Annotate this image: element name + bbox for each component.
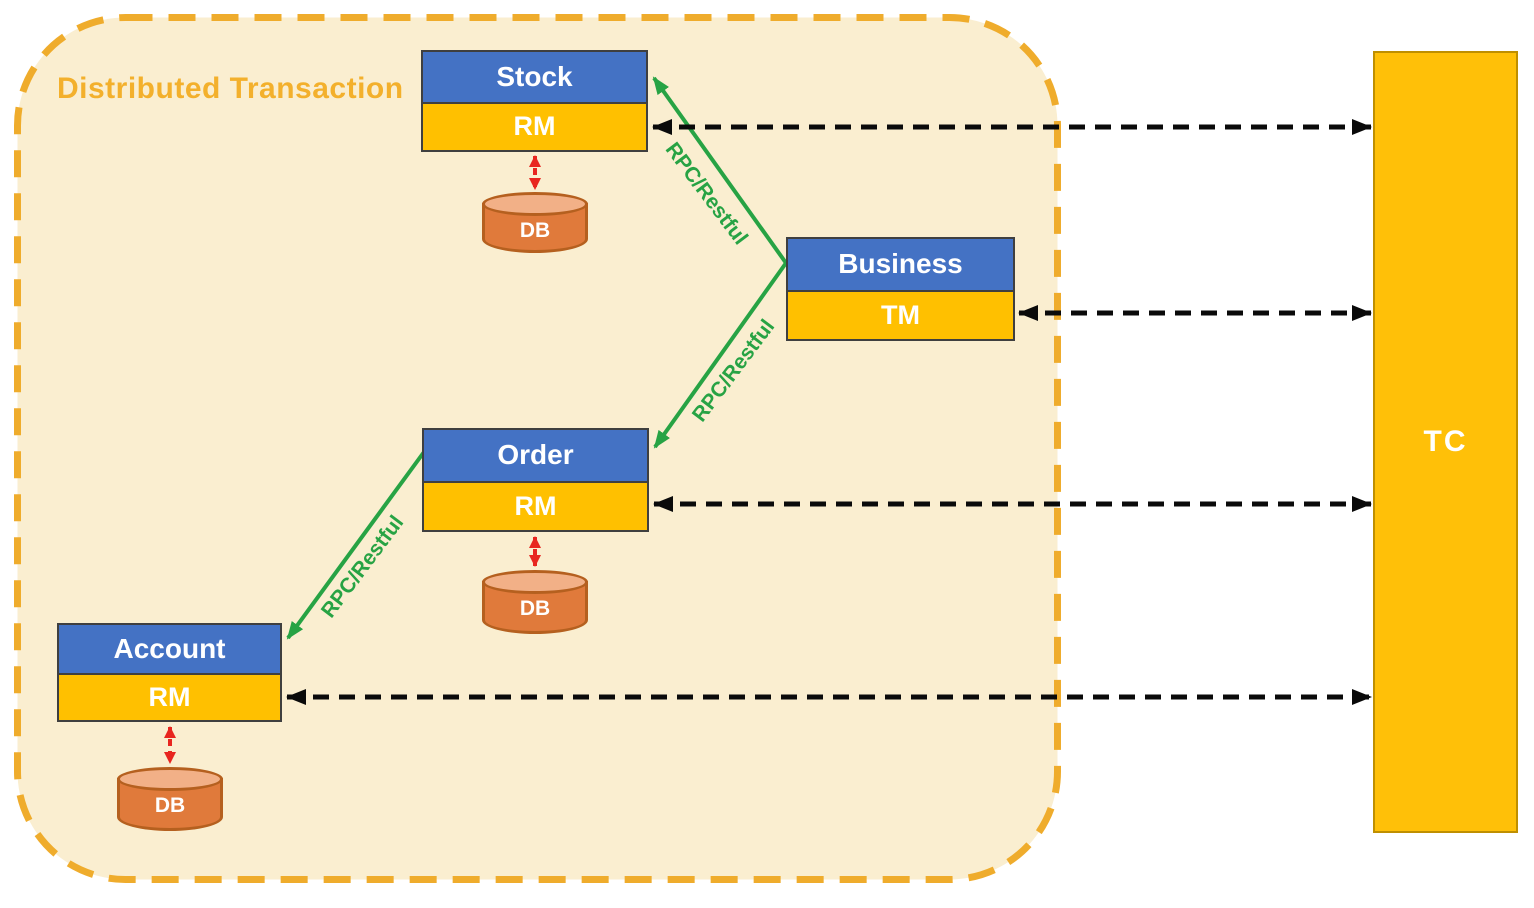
order-db-cylinder: DB bbox=[482, 570, 588, 634]
service-business: Business TM bbox=[786, 237, 1015, 341]
rpc-link-business-order bbox=[653, 261, 788, 449]
stock-db-label: DB bbox=[519, 219, 551, 242]
service-business-role: TM bbox=[788, 291, 1013, 339]
transaction-coordinator: TC bbox=[1373, 51, 1518, 833]
service-account: Account RM bbox=[57, 623, 282, 722]
rpc-label-business-order: RPC/Restful bbox=[687, 315, 780, 427]
service-account-name: Account bbox=[59, 625, 280, 676]
service-stock-name: Stock bbox=[423, 52, 646, 104]
transaction-coordinator-label: TC bbox=[1423, 425, 1468, 458]
service-business-name: Business bbox=[788, 239, 1013, 292]
service-stock-role: RM bbox=[423, 103, 646, 150]
stock-db-top bbox=[482, 192, 588, 216]
service-order-role: RM bbox=[424, 482, 647, 530]
service-order: Order RM bbox=[422, 428, 649, 532]
service-account-role: RM bbox=[59, 675, 280, 720]
rpc-label-order-account: RPC/Restful bbox=[316, 511, 409, 623]
account-db-label: DB bbox=[154, 794, 186, 817]
account-db-top bbox=[117, 767, 223, 791]
stock-db-cylinder: DB bbox=[482, 192, 588, 253]
order-db-top bbox=[482, 570, 588, 594]
order-db-label: DB bbox=[519, 597, 551, 620]
account-db-cylinder: DB bbox=[117, 767, 223, 831]
rpc-link-order-account bbox=[286, 450, 426, 640]
service-order-name: Order bbox=[424, 430, 647, 483]
rpc-label-business-stock: RPC/Restful bbox=[660, 138, 753, 250]
boundary-title: Distributed Transaction bbox=[57, 72, 404, 105]
service-stock: Stock RM bbox=[421, 50, 648, 152]
